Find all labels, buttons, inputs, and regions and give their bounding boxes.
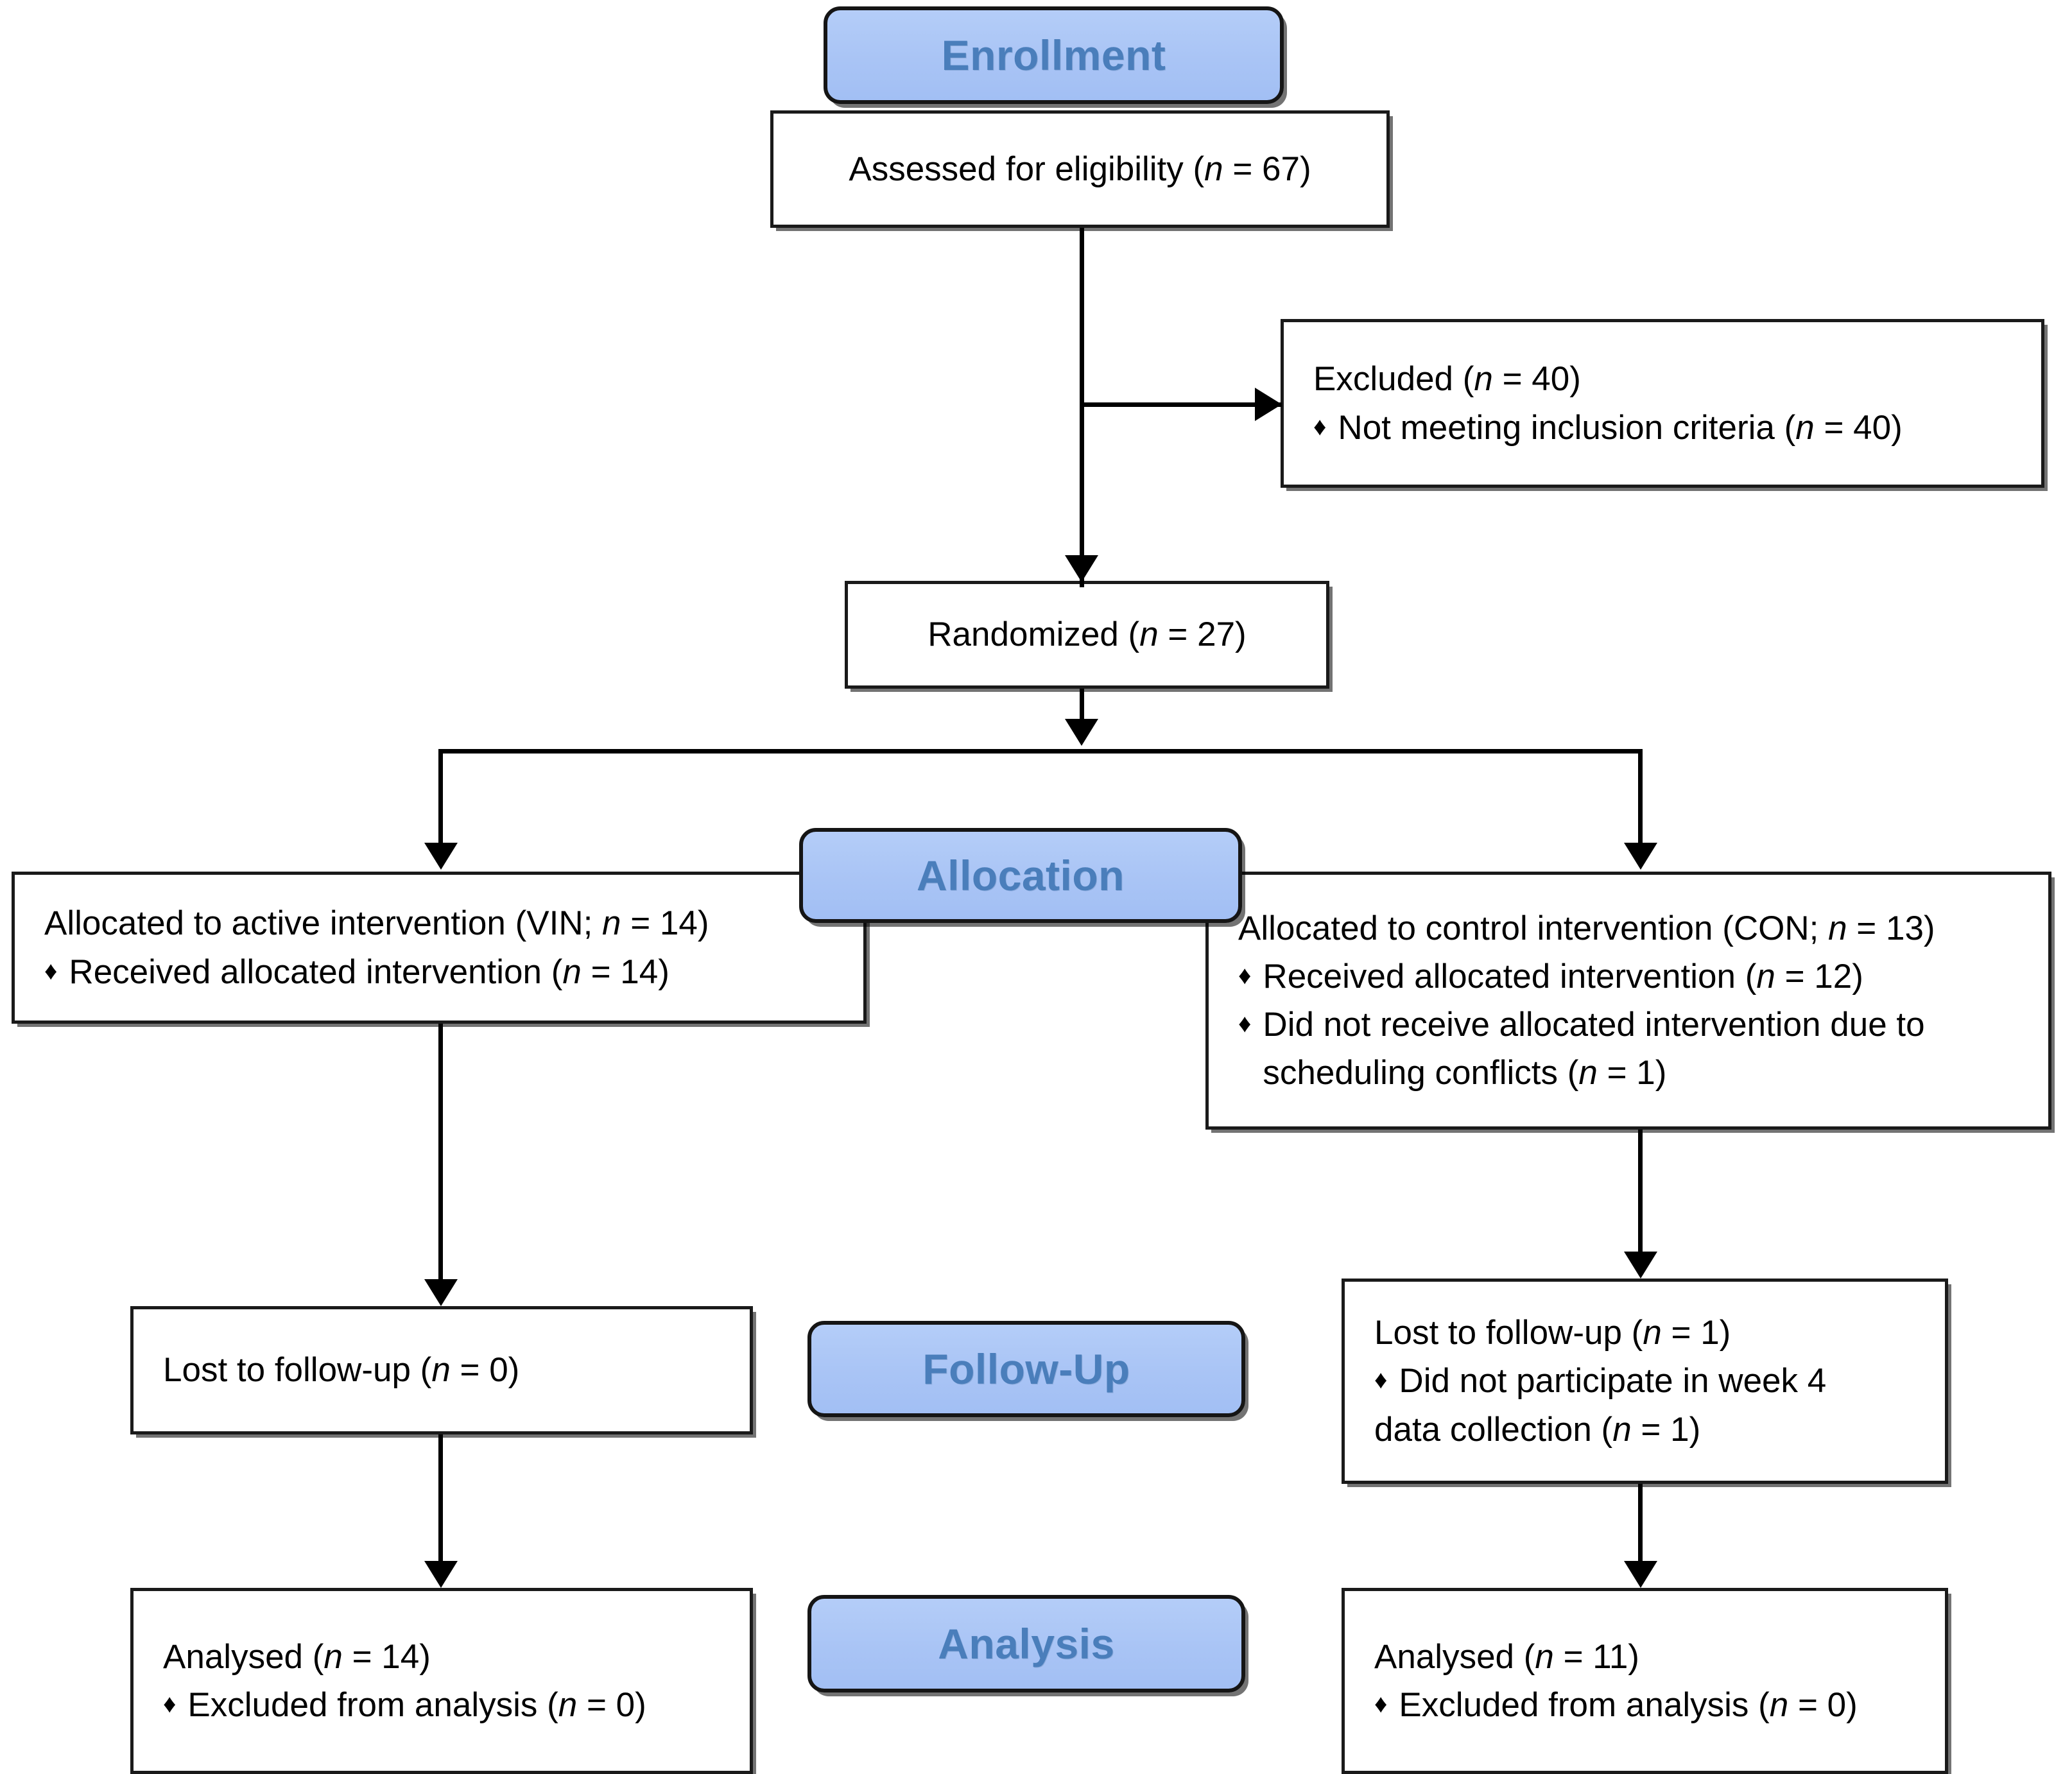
allocated-control-bullet-0-text: Received allocated intervention (n = 12) bbox=[1263, 957, 1863, 995]
italic-n: n bbox=[1139, 616, 1159, 654]
node-lost-followup-left: Lost to follow-up (n = 0) bbox=[130, 1306, 753, 1434]
italic-n: n bbox=[1535, 1637, 1554, 1676]
arrowhead-fork-right bbox=[1624, 843, 1657, 870]
arrowhead-fork-left bbox=[424, 843, 458, 870]
connector-to-excluded bbox=[1080, 402, 1282, 407]
stage-label-followup: Follow-Up bbox=[807, 1321, 1245, 1417]
allocated-active-bullet-0-text: Received allocated intervention (n = 14) bbox=[69, 952, 669, 991]
arrowhead-left-lost bbox=[424, 1279, 458, 1306]
italic-n: n bbox=[558, 1686, 578, 1724]
diamond-bullet-icon: ♦ bbox=[1374, 1690, 1388, 1718]
stage-label-enrollment: Enrollment bbox=[824, 6, 1284, 104]
italic-n: n bbox=[562, 952, 582, 991]
node-randomized: Randomized (n = 27) bbox=[845, 581, 1329, 689]
italic-n: n bbox=[1769, 1686, 1789, 1724]
node-analysed-right: Analysed (n = 11) ♦ Excluded from analys… bbox=[1342, 1588, 1948, 1774]
diamond-bullet-icon: ♦ bbox=[1313, 412, 1327, 441]
node-allocated-active: Allocated to active intervention (VIN; n… bbox=[12, 872, 867, 1024]
analysed-right-bullet-0-text: Excluded from analysis (n = 0) bbox=[1399, 1686, 1858, 1724]
connector-right-alloc-to-lost bbox=[1638, 1130, 1643, 1258]
excluded-title: Excluded (n = 40) bbox=[1313, 360, 1581, 399]
connector-randomized-stem bbox=[1080, 689, 1084, 721]
analysed-right-bullet-0: ♦ Excluded from analysis (n = 0) bbox=[1374, 1681, 1927, 1729]
connector-fork-right-down bbox=[1638, 749, 1643, 852]
allocated-control-bullet-0: ♦ Received allocated intervention (n = 1… bbox=[1238, 952, 2030, 1001]
arrowhead-to-excluded bbox=[1255, 388, 1282, 421]
analysed-left-bullet-0-text: Excluded from analysis (n = 0) bbox=[187, 1686, 646, 1724]
italic-n: n bbox=[1795, 408, 1815, 447]
lost-right-bullet-line1: ♦ Did not participate in week 4 bbox=[1374, 1357, 1927, 1405]
italic-n: n bbox=[1828, 909, 1847, 947]
lost-left-title: Lost to follow-up (n = 0) bbox=[163, 1351, 520, 1390]
stage-label-analysis: Analysis bbox=[807, 1595, 1245, 1692]
allocated-active-bullet-0: ♦ Received allocated intervention (n = 1… bbox=[44, 948, 845, 996]
allocated-control-bullet-1: ♦ Did not receive allocated intervention… bbox=[1238, 1001, 2030, 1098]
node-analysed-left: Analysed (n = 14) ♦ Excluded from analys… bbox=[130, 1588, 753, 1774]
italic-n: n bbox=[1612, 1410, 1632, 1449]
italic-n: n bbox=[1578, 1054, 1598, 1092]
connector-left-lost-to-analysed bbox=[438, 1434, 443, 1566]
diamond-bullet-icon: ♦ bbox=[1238, 1010, 1252, 1038]
arrowhead-left-analysed bbox=[424, 1561, 458, 1588]
stage-label-allocation-text: Allocation bbox=[916, 852, 1125, 899]
diamond-bullet-icon: ♦ bbox=[1374, 1366, 1388, 1395]
lost-right-bullet-line2: data collection (n = 1) bbox=[1374, 1410, 1701, 1449]
arrowhead-right-lost bbox=[1624, 1252, 1657, 1279]
italic-n: n bbox=[1474, 360, 1493, 399]
italic-n: n bbox=[1756, 957, 1775, 995]
connector-right-lost-to-analysed bbox=[1638, 1484, 1643, 1567]
italic-n: n bbox=[602, 904, 621, 943]
node-assessed-for-eligibility: Assessed for eligibility (n = 67) bbox=[770, 110, 1390, 228]
stage-label-followup-text: Follow-Up bbox=[922, 1345, 1130, 1393]
stage-label-analysis-text: Analysis bbox=[938, 1620, 1115, 1667]
allocated-active-title: Allocated to active intervention (VIN; n… bbox=[44, 904, 709, 943]
italic-n: n bbox=[324, 1637, 343, 1676]
arrowhead-randomized-fork bbox=[1065, 719, 1098, 746]
node-lost-followup-right: Lost to follow-up (n = 1) ♦ Did not part… bbox=[1342, 1279, 1948, 1484]
stage-label-enrollment-text: Enrollment bbox=[941, 31, 1166, 79]
diamond-bullet-icon: ♦ bbox=[163, 1690, 177, 1718]
excluded-bullet-0-text: Not meeting inclusion criteria (n = 40) bbox=[1338, 408, 1903, 447]
analysed-right-title: Analysed (n = 11) bbox=[1374, 1637, 1639, 1676]
assessed-text: Assessed for eligibility (n = 67) bbox=[849, 150, 1311, 188]
excluded-bullet-0: ♦ Not meeting inclusion criteria (n = 40… bbox=[1313, 404, 2023, 452]
node-allocated-control: Allocated to control intervention (CON; … bbox=[1205, 872, 2051, 1130]
analysed-left-title: Analysed (n = 14) bbox=[163, 1637, 431, 1676]
italic-n: n bbox=[1204, 150, 1223, 188]
allocated-control-bullet-1-text: Did not receive allocated intervention d… bbox=[1263, 1006, 1925, 1092]
connector-fork-horizontal bbox=[438, 749, 1643, 754]
allocated-control-title: Allocated to control intervention (CON; … bbox=[1238, 909, 1935, 947]
connector-assessed-to-randomized bbox=[1080, 228, 1084, 587]
connector-left-alloc-to-lost bbox=[438, 1024, 443, 1284]
diamond-bullet-icon: ♦ bbox=[44, 956, 58, 985]
arrowhead-to-randomized bbox=[1065, 555, 1098, 582]
analysed-left-bullet-0: ♦ Excluded from analysis (n = 0) bbox=[163, 1681, 732, 1729]
connector-fork-left-down bbox=[438, 749, 443, 852]
lost-right-bullet-line1-text: Did not participate in week 4 bbox=[1399, 1362, 1827, 1400]
diamond-bullet-icon: ♦ bbox=[1238, 961, 1252, 990]
lost-right-title: Lost to follow-up (n = 1) bbox=[1374, 1314, 1731, 1352]
italic-n: n bbox=[1643, 1314, 1662, 1352]
italic-n: n bbox=[431, 1351, 451, 1390]
stage-label-allocation: Allocation bbox=[799, 828, 1242, 923]
randomized-text: Randomized (n = 27) bbox=[928, 616, 1247, 654]
arrowhead-right-analysed bbox=[1624, 1561, 1657, 1588]
node-excluded: Excluded (n = 40) ♦ Not meeting inclusio… bbox=[1281, 319, 2044, 488]
